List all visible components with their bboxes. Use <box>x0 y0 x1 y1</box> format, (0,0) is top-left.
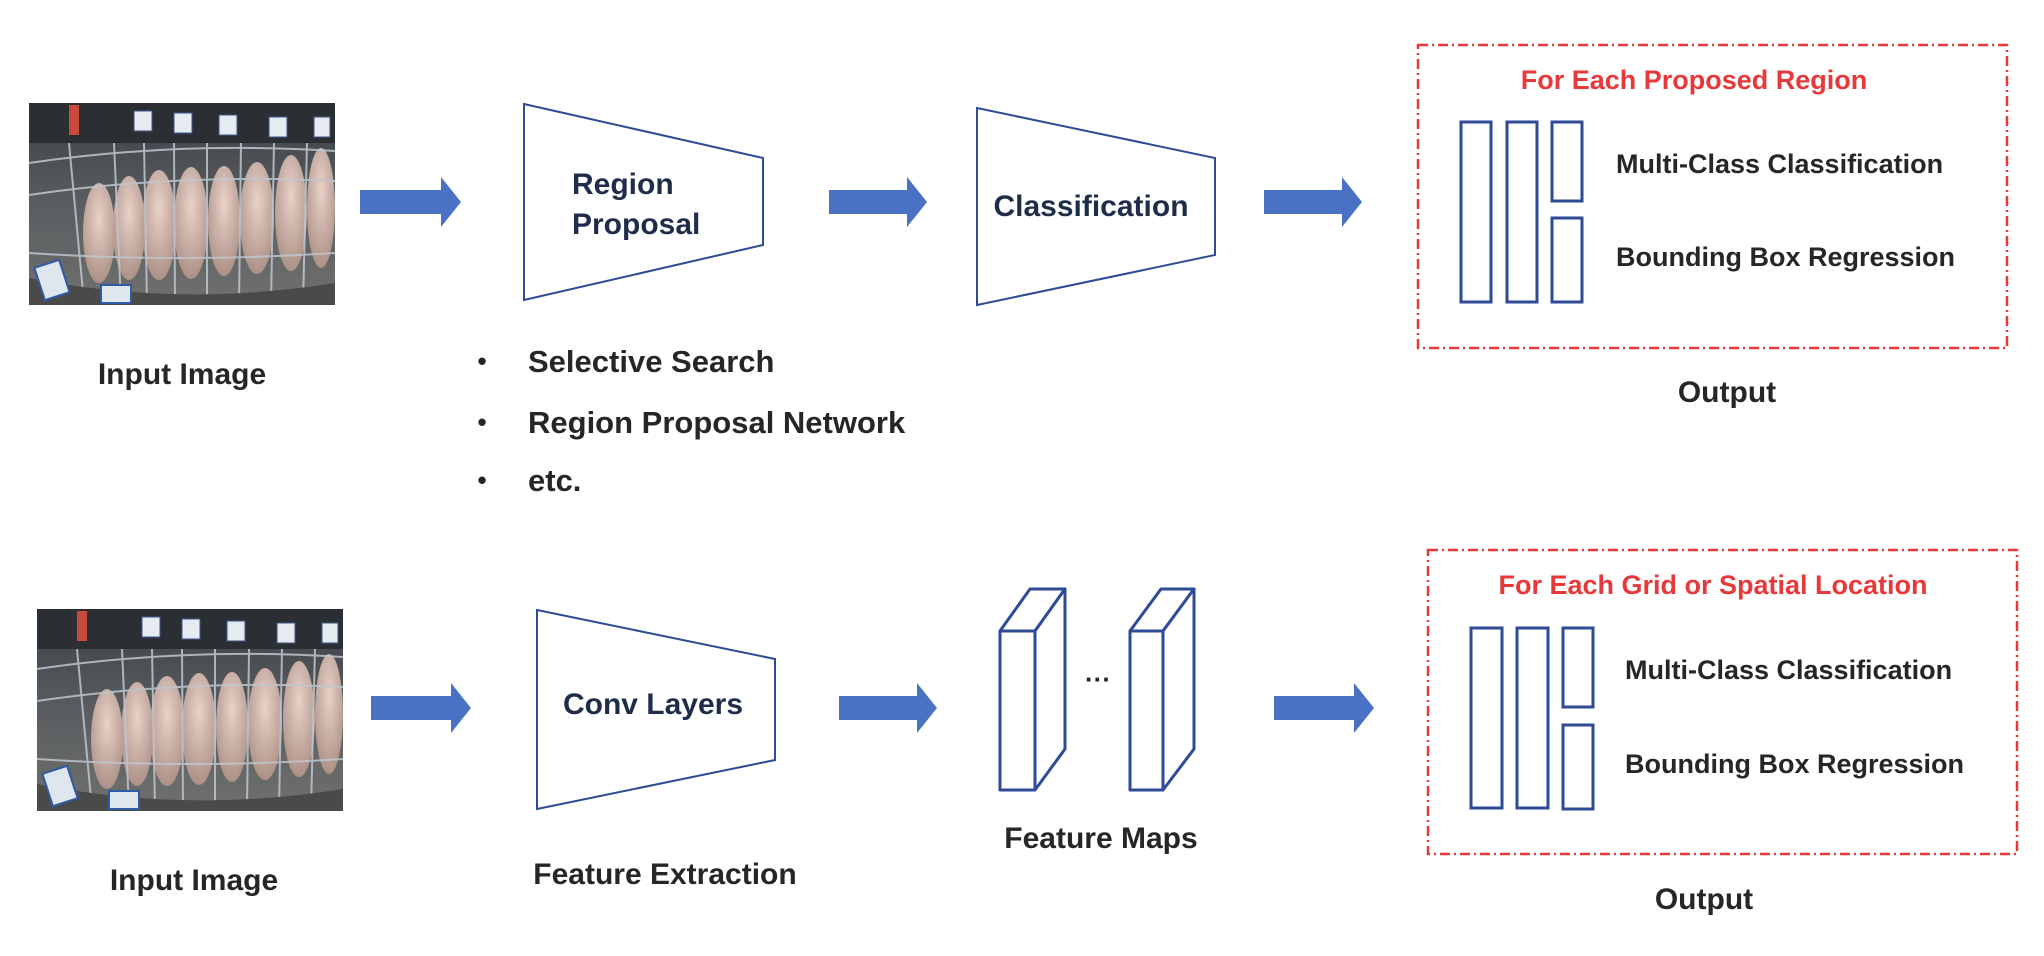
output-box-title: For Each Grid or Spatial Location <box>1498 570 1927 600</box>
bullet-icon: • <box>477 465 486 495</box>
feature-extraction-label: Feature Extraction <box>533 858 796 891</box>
conv-layers-label: Conv Layers <box>563 688 743 721</box>
region-proposal-label-line1: Region <box>572 168 674 201</box>
output-class-vector <box>1550 120 1584 203</box>
output-item-bbox: Bounding Box Regression <box>1625 749 1964 779</box>
output-box-dashed <box>1416 43 2009 350</box>
output-item-classification: Multi-Class Classification <box>1616 149 1943 179</box>
right-arrow-icon <box>360 177 461 227</box>
right-arrow-icon <box>829 177 927 227</box>
bottom-row: Input Image Conv Layers Feature Extracti… <box>37 548 2019 916</box>
region-proposal-label-line2: Proposal <box>572 208 700 241</box>
input-image-label: Input Image <box>98 358 266 391</box>
bullet-icon: • <box>477 407 486 437</box>
feature-map-block <box>1128 587 1196 792</box>
method-item: Region Proposal Network <box>528 405 906 440</box>
output-bbox-vector <box>1561 723 1595 811</box>
top-row: Input Image Region Proposal Classificati… <box>29 43 2009 498</box>
method-item: Selective Search <box>528 344 774 379</box>
bullet-icon: • <box>477 346 486 376</box>
right-arrow-icon <box>839 683 937 733</box>
right-arrow-icon <box>371 683 471 733</box>
output-label: Output <box>1678 376 1776 409</box>
input-image-photo <box>37 609 343 811</box>
output-item-bbox: Bounding Box Regression <box>1616 242 1955 272</box>
method-item: etc. <box>528 463 581 498</box>
output-vector-bar <box>1459 120 1493 304</box>
output-box-title: For Each Proposed Region <box>1521 65 1868 95</box>
output-item-classification: Multi-Class Classification <box>1625 655 1952 685</box>
output-vector-bar <box>1515 626 1550 810</box>
output-vector-bar <box>1469 626 1504 810</box>
proposal-methods-list: • Selective Search • Region Proposal Net… <box>477 344 906 498</box>
ellipsis: ··· <box>1085 664 1111 694</box>
output-class-vector <box>1561 626 1595 709</box>
classification-label: Classification <box>993 190 1188 223</box>
output-label: Output <box>1655 883 1753 916</box>
conv-layers-block <box>536 608 776 811</box>
classification-block <box>976 106 1216 307</box>
feature-map-block <box>998 587 1067 792</box>
right-arrow-icon <box>1274 683 1374 733</box>
output-vector-bar <box>1505 120 1539 304</box>
output-bbox-vector <box>1550 216 1584 304</box>
right-arrow-icon <box>1264 177 1362 227</box>
region-proposal-block <box>523 102 764 302</box>
feature-maps-label: Feature Maps <box>1004 822 1197 855</box>
input-image-photo <box>29 103 335 305</box>
input-image-label: Input Image <box>110 864 278 897</box>
output-box-dashed <box>1426 548 2019 856</box>
